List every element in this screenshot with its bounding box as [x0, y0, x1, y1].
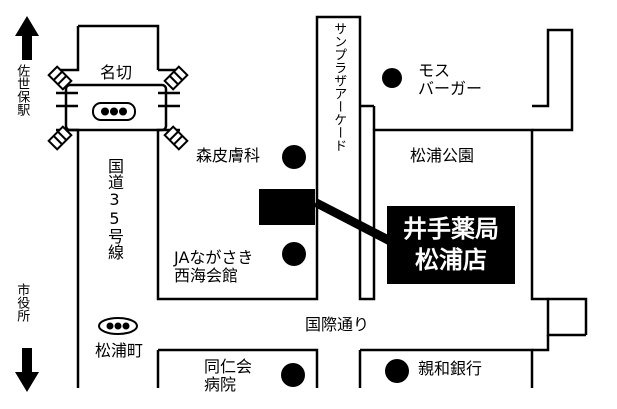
mos-burger-line1: モス	[418, 61, 451, 80]
kokusai-street-label: 国際通り	[305, 315, 370, 334]
traffic-signal-icon	[98, 317, 138, 335]
traffic-signal-icon	[92, 102, 136, 121]
landmark-dot-icon	[385, 359, 409, 383]
crosswalk-stub	[163, 125, 189, 151]
mos-burger-label: モス バーガー	[418, 62, 482, 97]
ja-nagasaki-line2: 西海会館	[174, 265, 239, 285]
crosswalk-stub	[47, 125, 73, 151]
city-hall-label: 市役所	[14, 283, 30, 322]
arrow-up-icon	[15, 16, 39, 60]
dojinkai-line2: 病院	[204, 374, 237, 394]
road-outline	[158, 91, 180, 108]
morikawa-clinic-label: 森皮膚科	[196, 146, 261, 165]
road-outline	[156, 348, 319, 388]
landmark-dot-icon	[282, 145, 306, 169]
road-outline	[532, 297, 588, 352]
ja-nagasaki-label: JAながさき 西海会館	[174, 249, 253, 284]
ja-nagasaki-line1: JAながさき	[174, 248, 254, 267]
station-label: 佐世保駅	[14, 64, 30, 116]
crosswalk-stub	[47, 65, 73, 91]
landmark-dot-icon	[281, 363, 305, 387]
matsura-park-label: 松浦公園	[410, 146, 475, 165]
matsuracho-label: 松浦町	[95, 341, 144, 360]
road-outline	[532, 28, 574, 132]
pharmacy-name-line1: 井手薬局	[403, 215, 499, 243]
arrow-down-icon	[15, 348, 39, 392]
pharmacy-name-box: 井手薬局 松浦店	[387, 206, 515, 284]
crosswalk-stub	[163, 65, 189, 91]
dojinkai-line1: 同仁会	[204, 357, 253, 376]
dojinkai-hospital-label: 同仁会 病院	[204, 358, 252, 393]
nagakiri-label: 名切	[100, 63, 133, 82]
pharmacy-building	[259, 189, 315, 225]
pharmacy-name-line2: 松浦店	[415, 246, 487, 274]
mos-burger-line2: バーガー	[418, 78, 483, 98]
road-outline	[360, 104, 376, 130]
route35-label: 国道35号線	[105, 158, 124, 260]
landmark-dot-icon	[382, 68, 402, 88]
intersection-box	[64, 83, 168, 132]
pharmacy-pointer	[313, 198, 393, 248]
sunplaza-arcade-label: サンプラザアーケード	[331, 22, 347, 152]
shinwa-bank-label: 親和銀行	[418, 359, 483, 378]
landmark-dot-icon	[282, 242, 306, 266]
